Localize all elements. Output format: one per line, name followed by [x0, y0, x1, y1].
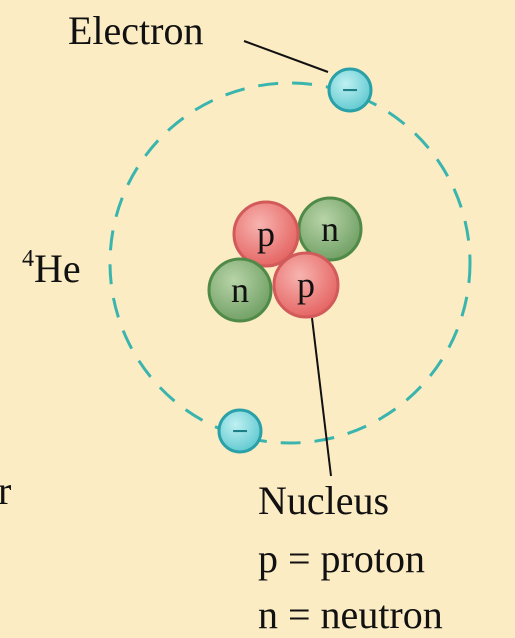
proton-bottom: p — [274, 253, 338, 317]
isotope-symbol: He — [34, 246, 81, 291]
electron-leader-line — [244, 41, 328, 72]
edge-character: r — [0, 468, 11, 513]
neutron-letter: n — [321, 209, 339, 249]
electron-label: Electron — [68, 8, 204, 53]
nucleus-leader-line — [312, 318, 331, 476]
electron-top: − — [329, 69, 371, 111]
isotope-label: 4He — [22, 246, 81, 291]
isotope-mass-number: 4 — [22, 246, 34, 272]
proton-key: p = proton — [258, 536, 425, 581]
proton-letter: p — [257, 214, 275, 254]
nucleus: n p n p — [209, 198, 361, 321]
nucleus-label: Nucleus — [258, 478, 389, 523]
neutron-letter: n — [231, 270, 249, 310]
neutron-key: n = neutron — [258, 592, 443, 637]
proton-top: p — [234, 202, 298, 266]
neutron-top: n — [299, 198, 361, 260]
electron-bottom: − — [219, 410, 261, 452]
proton-letter: p — [297, 265, 315, 305]
electron-sign: − — [231, 415, 248, 448]
neutron-bottom: n — [209, 259, 271, 321]
electron-sign: − — [341, 74, 358, 107]
